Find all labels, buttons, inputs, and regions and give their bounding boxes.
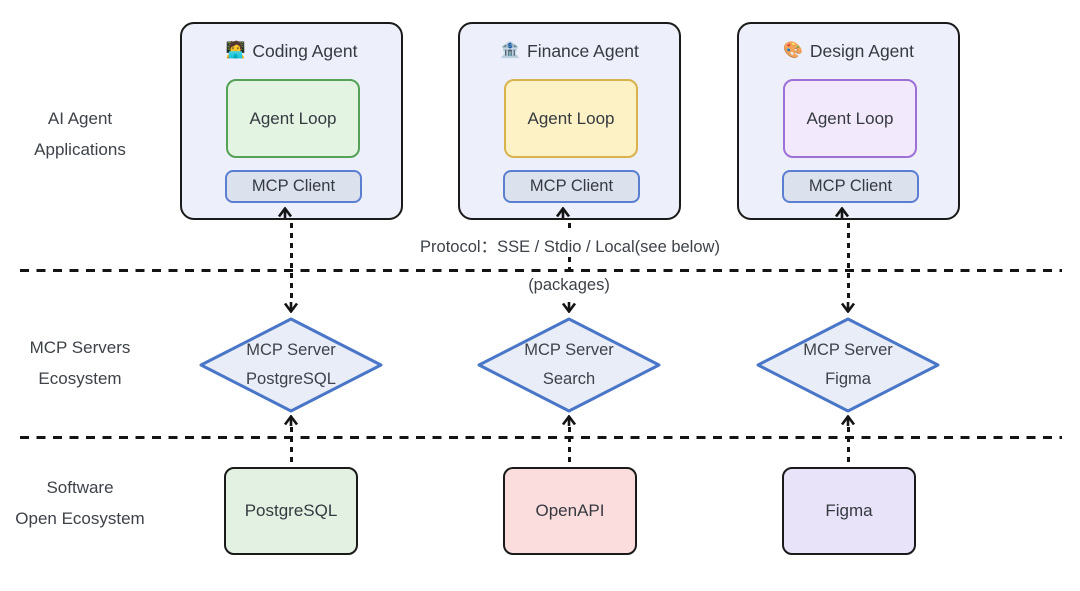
connector-dashed-line [568,257,571,270]
software-label: PostgreSQL [244,501,338,520]
packages-label: (packages) [528,276,610,294]
software-label: OpenAPI [535,501,605,520]
arrow-up-icon [561,415,577,426]
server-label-line: MCP Server [246,341,336,359]
arrow-down-icon [283,302,299,313]
server-label-line: MCP Server [524,341,614,359]
palette-icon: 🎨 [782,42,803,59]
figma-box: Figma [782,467,916,555]
mcp-client-box: MCP Client [225,170,362,203]
mcp-client-box: MCP Client [503,170,640,203]
agent-loop-label: Agent Loop [806,108,894,128]
mcp-server-search-diamond [477,317,661,413]
technologist-icon: 🧑‍💻 [225,42,246,59]
design-agent-card: 🎨 Design Agent Agent Loop MCP Client [737,22,960,220]
arrow-up-icon [834,207,850,218]
bank-icon: 🏦 [500,42,521,59]
arrow-down-icon [561,302,577,313]
connector-dashed-line [568,427,571,466]
mcp-client-label: MCP Client [808,177,893,195]
design-agent-title: 🎨 Design Agent [739,38,958,64]
mcp-server-search-label: MCP Server Search [477,317,661,413]
server-label-line: PostgreSQL [246,370,336,388]
agent-name: Design Agent [809,40,915,61]
finance-agent-title: 🏦 Finance Agent [460,38,679,64]
agent-loop-box: Agent Loop [783,79,917,158]
arrow-up-icon [840,415,856,426]
server-label-line: MCP Server [803,341,893,359]
row-label-line: Ecosystem [38,369,122,388]
openapi-box: OpenAPI [503,467,637,555]
mcp-client-label: MCP Client [529,177,614,195]
coding-agent-title: 🧑‍💻 Coding Agent [182,38,401,64]
row-label-software-open-ecosystem: Software Open Ecosystem [0,472,160,534]
mcp-server-figma-label: MCP Server Figma [756,317,940,413]
software-label: Figma [825,501,873,520]
mcp-server-postgresql-diamond [199,317,383,413]
agent-loop-label: Agent Loop [249,108,337,128]
connector-dashed-line [290,223,293,302]
row-label-line: Applications [34,140,126,159]
coding-agent-card: 🧑‍💻 Coding Agent Agent Loop MCP Client [180,22,403,220]
connector-dashed-line [847,427,850,466]
arrow-down-icon [840,302,856,313]
server-label-line: Search [542,370,596,388]
connector-dashed-line [290,427,293,466]
mcp-client-box: MCP Client [782,170,919,203]
divider-servers-software [20,436,1062,440]
postgresql-box: PostgreSQL [224,467,358,555]
row-label-ai-agent-applications: AI Agent Applications [0,103,160,165]
row-label-line: MCP Servers [29,338,131,357]
agent-loop-box: Agent Loop [504,79,638,158]
row-label-line: Software [46,478,114,497]
connector-dashed-line [847,223,850,302]
server-label-line: Figma [825,370,871,388]
row-label-line: Open Ecosystem [15,509,145,528]
connector-dashed-line [568,223,571,231]
arrow-up-icon [277,207,293,218]
protocol-label: Protocol：SSE / Stdio / Local(see below) [420,238,720,256]
mcp-client-label: MCP Client [251,177,336,195]
agent-name: Finance Agent [527,40,639,61]
row-label-line: AI Agent [47,109,113,128]
mcp-server-postgresql-label: MCP Server PostgreSQL [199,317,383,413]
arrow-up-icon [555,207,571,218]
finance-agent-card: 🏦 Finance Agent Agent Loop MCP Client [458,22,681,220]
agent-name: Coding Agent [252,40,358,61]
arrow-up-icon [283,415,299,426]
row-label-mcp-servers-ecosystem: MCP Servers Ecosystem [0,332,160,394]
agent-loop-box: Agent Loop [226,79,360,158]
agent-loop-label: Agent Loop [527,108,615,128]
divider-agents-servers [20,269,1062,273]
mcp-server-figma-diamond [756,317,940,413]
